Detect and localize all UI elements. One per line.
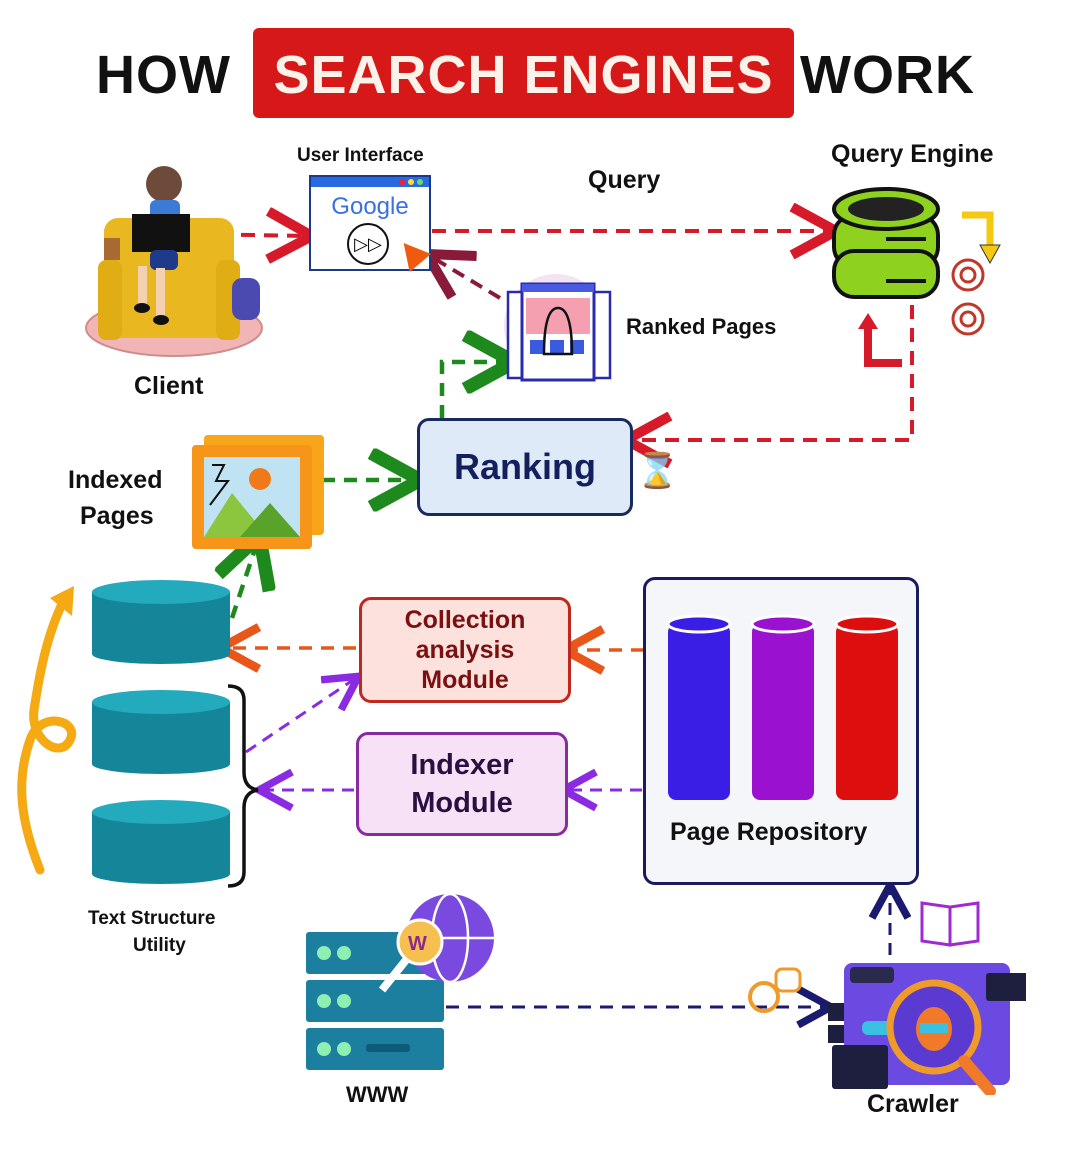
text-structure-label-line1: Text Structure — [88, 908, 216, 929]
book-icon — [920, 901, 980, 947]
ranked-pages-label: Ranked Pages — [626, 314, 777, 339]
collection-line1: Collection — [404, 606, 526, 634]
query-label: Query — [588, 166, 661, 194]
arrow-client-to-ui — [194, 234, 308, 236]
person-on-sofa-icon — [85, 166, 263, 357]
ranked-pages-icon — [504, 274, 612, 382]
indexer-line2: Module — [411, 787, 513, 819]
text-structure-cylinders — [92, 578, 232, 888]
cylinder-3 — [92, 800, 230, 884]
indexer-module-box[interactable]: Indexer Module — [356, 732, 568, 836]
repo-cylinder-red — [834, 614, 900, 800]
grouping-brace — [227, 684, 259, 888]
arrow-ranking-to-ranked-pages — [439, 362, 510, 418]
indexed-pages-label-line1: Indexed — [68, 466, 163, 494]
collection-line2: analysis — [415, 636, 515, 664]
cylinder-1 — [92, 580, 230, 664]
indexer-line1: Indexer — [410, 749, 514, 781]
client-label: Client — [134, 372, 204, 400]
title-highlight-box — [253, 28, 794, 118]
database-stack-icon — [92, 580, 230, 884]
hourglass-icon: ⌛ — [636, 452, 679, 490]
text-structure-label-line2: Utility — [133, 935, 186, 956]
repo-cylinder-purple — [750, 614, 816, 800]
title-highlight: SEARCH ENGINES — [273, 45, 774, 105]
title-suffix: WORK — [800, 45, 975, 105]
browser-titlebar — [311, 177, 429, 187]
collection-analysis-module-box[interactable]: Collection analysis Module — [359, 597, 571, 703]
user-interface-label: User Interface — [297, 145, 424, 166]
ranking-label: Ranking — [453, 446, 596, 487]
cylinder-2 — [92, 690, 230, 774]
svg-text:W: W — [408, 933, 427, 955]
www-server-icon: W — [306, 892, 494, 1070]
indexed-pages-label-line2: Pages — [80, 502, 154, 530]
query-engine-icon — [832, 187, 1001, 367]
forward-button-icon[interactable]: ▷▷ — [347, 223, 389, 265]
title-banner: HOW SEARCH ENGINES WORK — [0, 28, 1080, 120]
collection-line3: Module — [421, 666, 509, 694]
crawler-icon — [748, 901, 1026, 1095]
arrow-ranked-pages-to-ui — [430, 256, 502, 300]
query-engine-label: Query Engine — [831, 140, 994, 168]
google-logo: Google — [331, 193, 409, 220]
page-repository-panel[interactable]: Page Repository — [643, 577, 919, 885]
loop-arrow — [17, 591, 76, 875]
indexed-pages-icon — [192, 435, 324, 549]
www-label: WWW — [346, 1082, 409, 1107]
browser-window[interactable]: Google ▷▷ — [309, 175, 431, 271]
cylinders-icon — [666, 614, 900, 800]
page-repository-label: Page Repository — [670, 818, 868, 846]
arrow-query-engine-to-ranking — [630, 305, 914, 440]
repo-cylinder-blue — [666, 614, 732, 800]
ranking-box[interactable]: Ranking — [417, 418, 633, 516]
crawler-label: Crawler — [867, 1090, 959, 1118]
arrow-text-structure-to-collection — [245, 678, 356, 754]
client-illustration — [84, 160, 264, 360]
title-prefix: HOW — [96, 45, 231, 105]
arrow-text-structure-to-indexed — [232, 540, 258, 619]
loop-arrow-head — [50, 586, 74, 616]
